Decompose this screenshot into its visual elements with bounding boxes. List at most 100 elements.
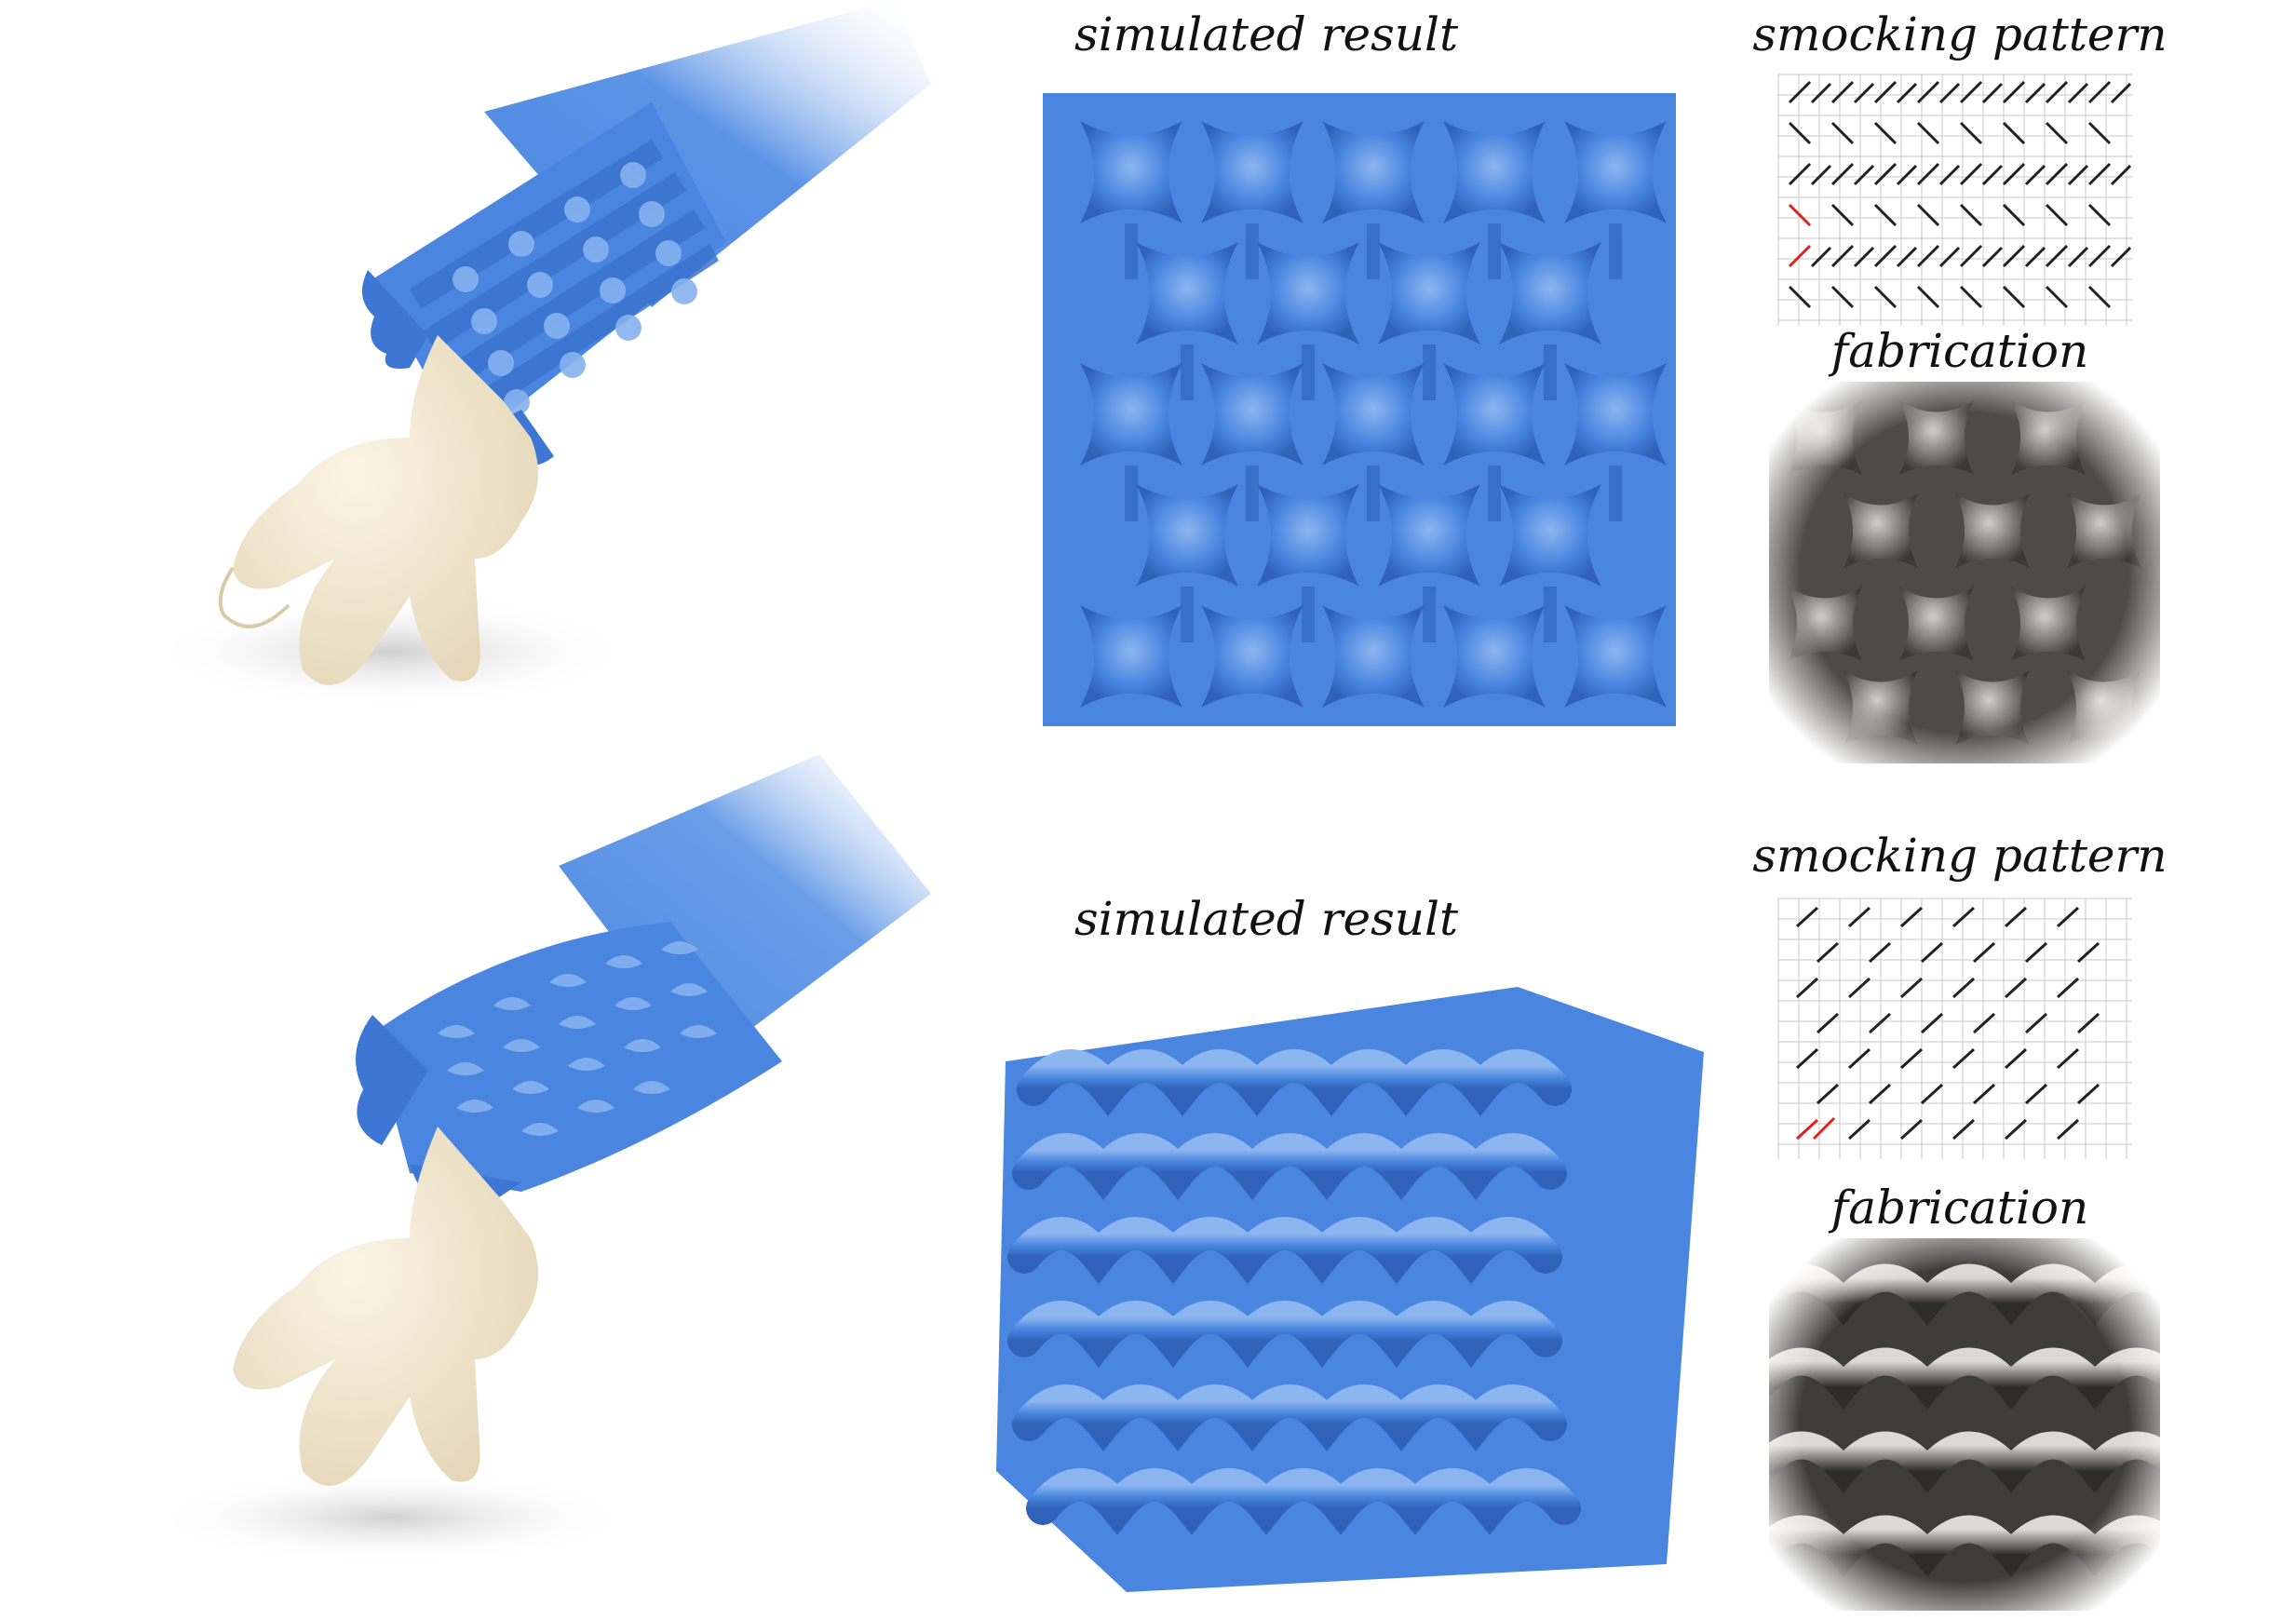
stitch-line (1959, 80, 1983, 104)
stitch-line (2002, 285, 2026, 309)
stitch-line (2056, 906, 2080, 928)
smocking-pattern-label-2: smocking pattern (1752, 829, 2168, 883)
stitch-line (2002, 203, 2026, 227)
stitch-line (1830, 244, 1855, 268)
stitch-line (1816, 1083, 1840, 1105)
stitch-line (1920, 1083, 1944, 1105)
stitch-line (1899, 1118, 1924, 1141)
stitch-line-highlighted (1788, 244, 1812, 268)
stitch-line (2045, 162, 2069, 186)
stitch-line (2004, 1118, 2028, 1141)
fabrication-photo-2 (1769, 1238, 2160, 1611)
stitch-line (1788, 121, 1812, 145)
stitch-line (1830, 285, 1855, 309)
stitch-line (2056, 1047, 2080, 1070)
stitch-line (1873, 244, 1898, 268)
sleeve-render-1 (130, 0, 931, 745)
stitch-line (1795, 906, 1819, 928)
stitch-line (1788, 285, 1812, 309)
stitch-line (1810, 82, 1832, 104)
stitch-line (1952, 1118, 1976, 1141)
stitch-line (1795, 1047, 1819, 1070)
stitch-line (1899, 906, 1924, 928)
stitch-line (2076, 941, 2100, 964)
stitch-line (1873, 285, 1898, 309)
stitch-line (1916, 285, 1940, 309)
simulated-result-render-2 (959, 950, 1741, 1601)
stitch-line (1916, 244, 1940, 268)
stitch-line (2004, 977, 2028, 999)
stitch-line (2024, 246, 2046, 268)
stitch-line (1972, 941, 1996, 964)
stitch-line (1868, 941, 1892, 964)
stitch-line (1896, 164, 1918, 186)
stitch-line (2002, 244, 2026, 268)
stitch-line (1873, 203, 1898, 227)
stitch-line (2024, 82, 2046, 104)
stitch-line (2045, 80, 2069, 104)
stitch-line (1847, 1047, 1871, 1070)
stitch-line (1959, 121, 1983, 145)
smocking-pattern-grid-1 (1769, 65, 2141, 335)
stitch-line (1853, 246, 1875, 268)
stitch-line (2002, 121, 2026, 145)
stitch-line (1853, 82, 1875, 104)
stitch-line (1847, 977, 1871, 999)
stitch-line (1873, 80, 1898, 104)
stitch-line (2087, 80, 2112, 104)
stitch-line (1916, 203, 1940, 227)
stitch-line (2067, 164, 2089, 186)
stitch-line (2045, 244, 2069, 268)
stitch-line (2002, 80, 2026, 104)
stitch-line (2045, 203, 2069, 227)
simulated-result-label-1: simulated result (1074, 7, 1459, 61)
stitch-line (1920, 941, 1944, 964)
fabrication-photo-1 (1769, 382, 2160, 763)
stitch-line (2087, 121, 2112, 145)
stitch-line-highlighted (1788, 203, 1812, 227)
stitch-line (1810, 164, 1832, 186)
stitch-line (2067, 82, 2089, 104)
stitch-line (2056, 977, 2080, 999)
simulated-result-render-1 (1024, 65, 1695, 754)
stitch-line (1952, 977, 1976, 999)
stitch-line (1981, 164, 2004, 186)
stitch-line (1816, 941, 1840, 964)
stitch-line (1899, 977, 1924, 999)
stitch-line (1959, 203, 1983, 227)
stitch-line (1972, 1012, 1996, 1034)
stitch-line (2076, 1083, 2100, 1105)
stitch-line (1830, 162, 1855, 186)
stitch-line (1873, 121, 1898, 145)
stitch-line (1830, 121, 1855, 145)
stitch-line (1810, 246, 1832, 268)
stitch-line (1981, 246, 2004, 268)
stitch-line (1853, 164, 1875, 186)
stitch-line (1981, 82, 2004, 104)
stitch-line (1920, 1012, 1944, 1034)
stitch-line (1938, 82, 1961, 104)
stitch-line (1847, 1118, 1871, 1141)
stitch-line (2087, 244, 2112, 268)
stitch-line (1896, 82, 1918, 104)
stitch-line (1916, 121, 1940, 145)
stitch-line (2045, 121, 2069, 145)
stitch-line (1952, 1047, 1976, 1070)
stitch-line (1959, 162, 1983, 186)
stitch-line (1938, 246, 1961, 268)
sleeve-render-2 (130, 754, 950, 1573)
smocking-pattern-grid-2 (1769, 889, 2141, 1168)
stitch-line (1788, 80, 1812, 104)
stitch-line (2024, 1012, 2048, 1034)
stitch-line (2002, 162, 2026, 186)
stitch-line (2045, 285, 2069, 309)
stitch-line-highlighted (1812, 1116, 1836, 1141)
stitch-line (2004, 1047, 2028, 1070)
stitch-line (1795, 977, 1819, 999)
stitch-line (2076, 1012, 2100, 1034)
stitch-line (1916, 162, 1940, 186)
stitch-line (2024, 941, 2048, 964)
stitch-line (1788, 162, 1812, 186)
stitch-line (2004, 906, 2028, 928)
stitch-line (2056, 1118, 2080, 1141)
